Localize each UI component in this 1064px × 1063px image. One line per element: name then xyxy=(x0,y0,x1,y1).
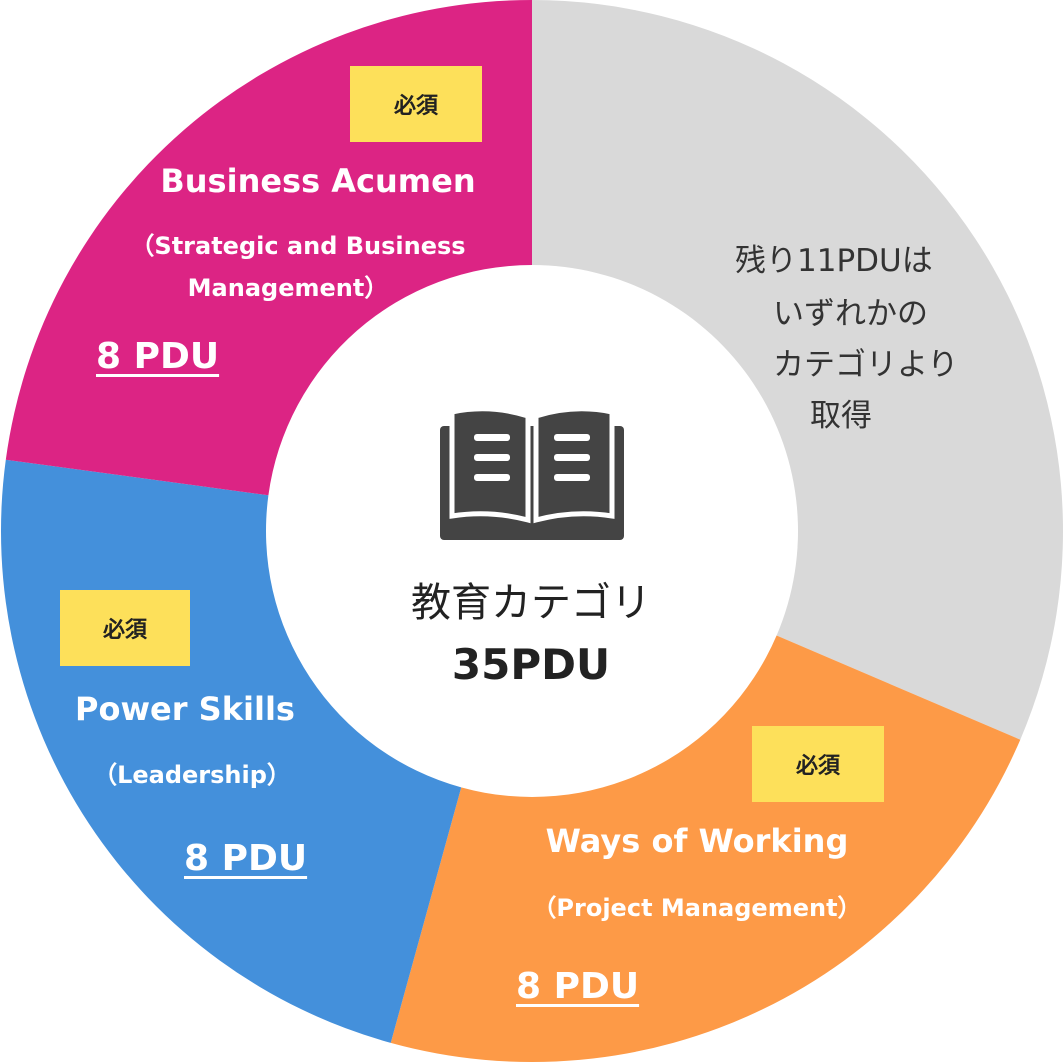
remaining-line-2: いずれかの xyxy=(773,296,928,332)
donut-slice-0 xyxy=(532,0,1063,740)
power-pdu: 8 PDU xyxy=(184,838,308,879)
power-sub: （Leadership） xyxy=(93,761,291,789)
business-sub-2: Management） xyxy=(187,274,389,302)
center-label: 教育カテゴリ xyxy=(411,580,651,626)
ways-pdu: 8 PDU xyxy=(516,966,640,1007)
required-badge: 必須 xyxy=(60,590,190,666)
business-pdu: 8 PDU xyxy=(96,336,220,377)
ways-title: Ways of Working xyxy=(545,822,849,860)
required-badge: 必須 xyxy=(752,726,884,802)
book-icon xyxy=(440,408,624,540)
ways-sub: （Project Management） xyxy=(532,894,862,922)
business-title: Business Acumen xyxy=(160,162,476,200)
required-badge: 必須 xyxy=(350,66,482,142)
remaining-line-1: 残り11PDUは xyxy=(735,243,933,279)
donut-slice-2 xyxy=(0,459,462,1043)
remaining-line-4: 取得 xyxy=(810,398,872,434)
power-title: Power Skills xyxy=(75,690,295,728)
center-value: 35PDU xyxy=(451,640,611,689)
business-sub-1: （Strategic and Business xyxy=(130,232,466,260)
remaining-line-3: カテゴリより xyxy=(773,347,959,383)
